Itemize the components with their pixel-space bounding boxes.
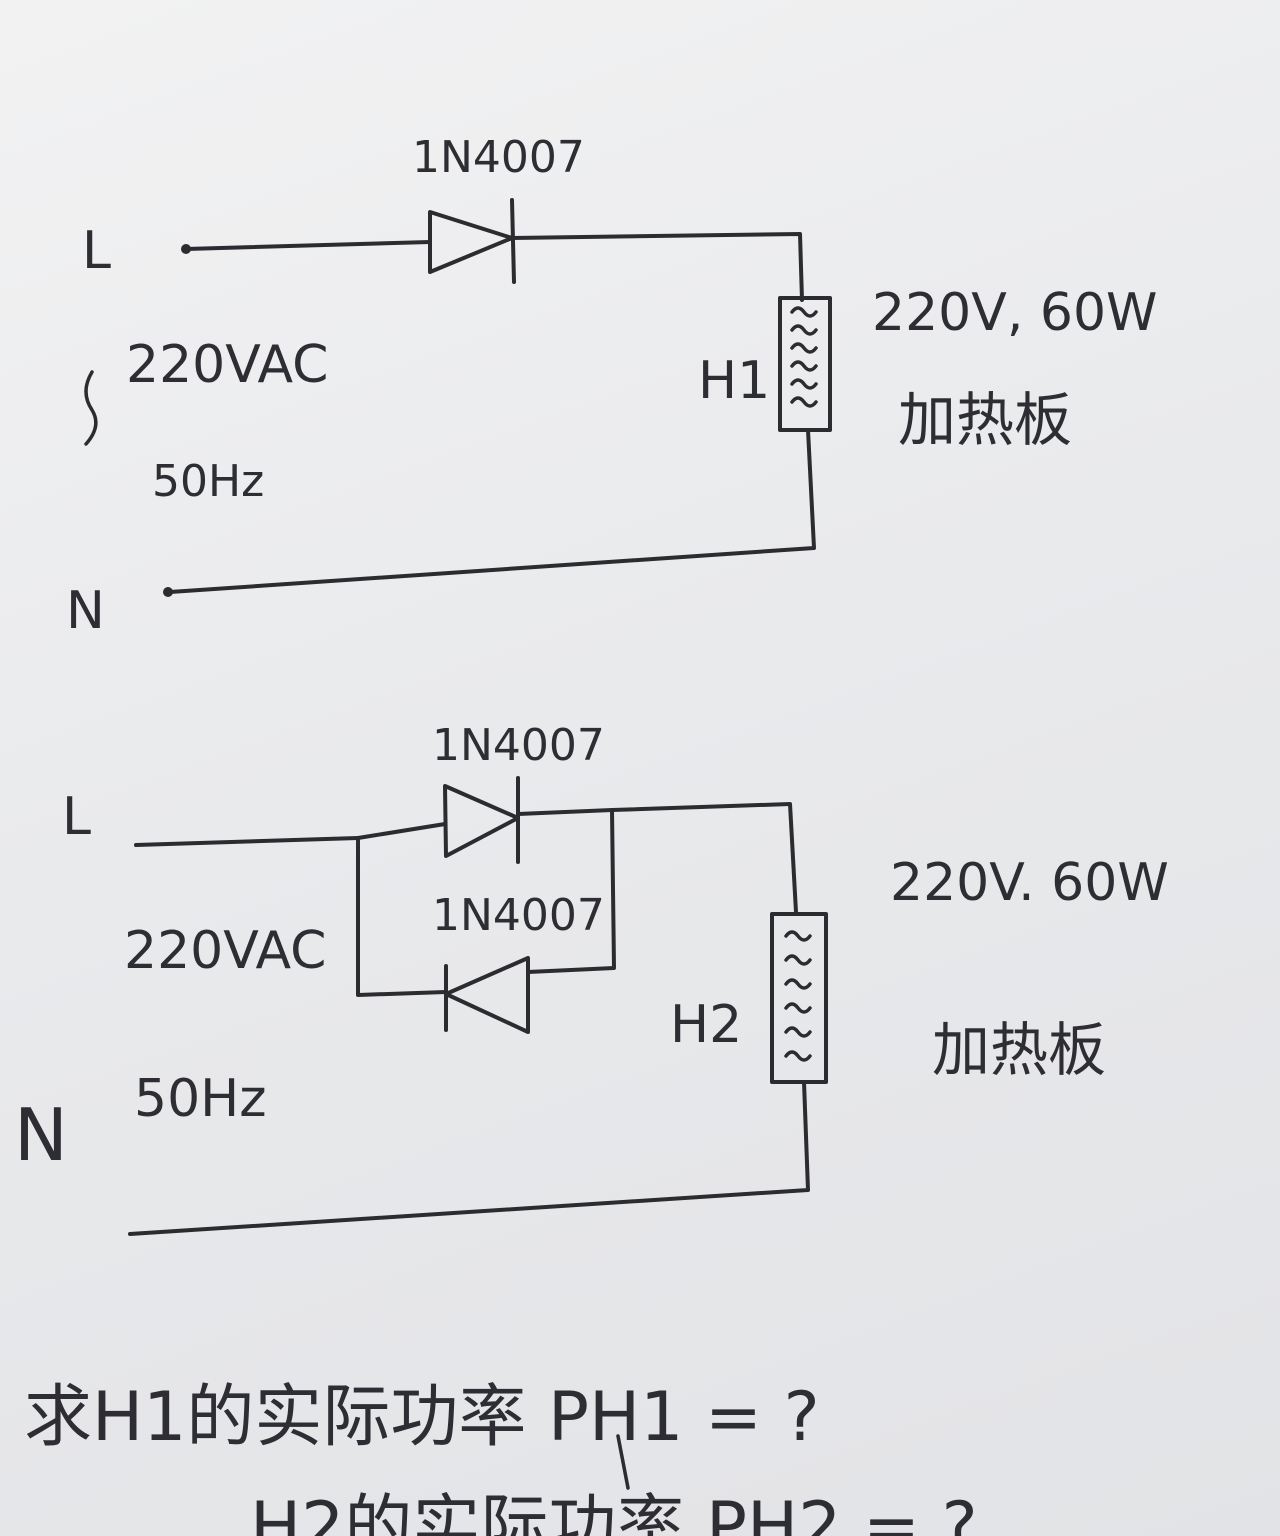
question-line-2: H2的实际功率 PH2 = ? [250,1488,978,1536]
c1-heater-name: 加热板 [898,386,1072,454]
c2-top-diode-symbol [443,776,520,864]
c2-neutral-label: N [14,1093,68,1177]
c2-bottom-diode-label: 1N4007 [432,890,605,941]
c1-diode-symbol [428,198,516,284]
c1-wire-diode-to-heater [510,232,804,302]
c1-neutral-label: N [66,581,105,641]
c1-ac-source-icon [84,370,98,446]
circuit-2: L 1N4007 1N4007 H2 220V. 60W 加热板 220VAC … [14,720,1169,1236]
c2-heater-rating: 220V. 60W [890,853,1169,913]
c2-top-diode-label: 1N4007 [432,720,605,771]
c1-line-label: L [82,221,111,281]
c2-wire-left-branch [356,836,448,997]
c2-wire-right-branch [526,808,616,974]
c2-bottom-diode-symbol [444,956,530,1034]
c2-heater-symbol [770,912,828,1084]
c2-wire-to-top-diode [356,822,447,840]
c2-source-voltage: 220VAC [124,921,326,981]
c2-source-frequency: 50Hz [134,1069,267,1129]
c2-wire-l-to-junction [134,836,360,847]
c2-heater-name: 加热板 [932,1016,1106,1084]
c1-source-voltage: 220VAC [126,335,328,395]
c2-heater-id: H2 [670,995,742,1055]
c1-wire-heater-to-n [168,428,816,594]
question-block: 求H1的实际功率 PH1 = ? H2的实际功率 PH2 = ? [24,1378,978,1536]
question-line-1: 求H1的实际功率 PH1 = ? [24,1378,820,1457]
c1-neutral-terminal [163,587,173,597]
c2-wire-top-to-heater [516,802,798,914]
c2-wire-heater-to-n [128,1080,810,1236]
question-stroke-mark [616,1434,630,1490]
c1-heater-rating: 220V, 60W [872,283,1157,343]
c1-wire-l-to-diode [184,240,432,251]
c1-heater-id: H1 [698,351,770,411]
c1-source-frequency: 50Hz [152,456,264,507]
c1-heater-symbol [778,296,832,432]
circuit-1: L 1N4007 H1 220V, 60W 加热板 N 220VAC 50Hz [66,132,1157,641]
c1-diode-label: 1N4007 [412,132,585,183]
c2-line-label: L [62,787,91,847]
